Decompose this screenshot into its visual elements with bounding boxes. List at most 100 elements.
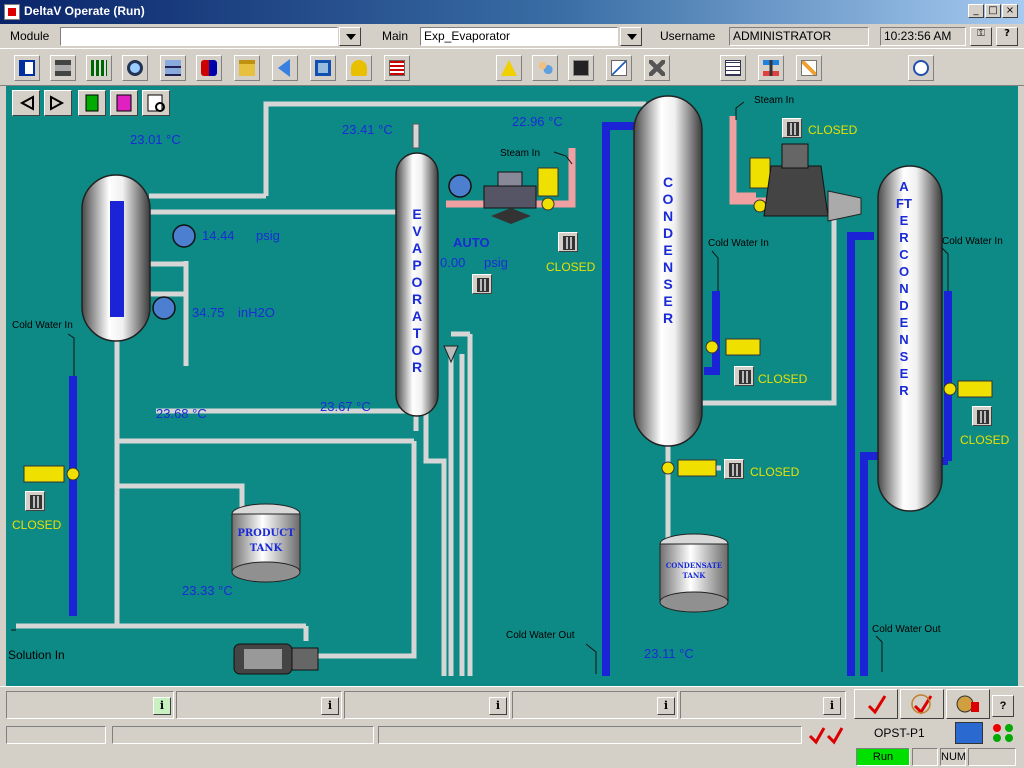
controller-status-indicator[interactable]	[472, 274, 492, 294]
temp-product-tank: 23.33 °C	[182, 583, 233, 598]
valve-status-text-3: CLOSED	[808, 123, 858, 137]
evaporator-title: EVAPORATOR	[411, 206, 423, 375]
silence-horn-button[interactable]	[946, 689, 990, 719]
valve-status-indicator-4[interactable]	[734, 366, 754, 386]
app-icon	[4, 4, 20, 20]
main-dropdown-button[interactable]	[620, 27, 642, 46]
clock-icon[interactable]	[908, 55, 934, 81]
temp-evaporator-top: 23.41 °C	[342, 122, 393, 137]
alarm-slot-1[interactable]: i	[6, 691, 174, 719]
alarm-slot-5[interactable]: i	[680, 691, 846, 719]
valve-status-indicator-6[interactable]	[972, 406, 992, 426]
ejector-unit[interactable]	[763, 143, 862, 222]
process-graphic: 23.01 °C 14.44 psig 34.75 inH2O 23.41 °C…	[6, 86, 1018, 686]
minimize-button[interactable]: _	[968, 4, 984, 18]
module-label: Module	[10, 29, 50, 43]
bell-icon[interactable]	[346, 55, 372, 81]
square-icon[interactable]	[310, 55, 336, 81]
users-icon[interactable]	[532, 55, 558, 81]
acknowledge-alarm-button[interactable]	[854, 689, 898, 719]
run-mode-indicator: Run	[856, 748, 910, 766]
valve-status-indicator-1[interactable]	[25, 491, 45, 511]
bars-icon[interactable]	[86, 55, 112, 81]
help-button[interactable]: ?	[996, 27, 1018, 46]
status-bar: OPST-P1 Run NUM	[0, 722, 1024, 768]
evaporator-vessel[interactable]	[395, 152, 439, 417]
status-pane-5	[968, 748, 1016, 766]
monitor-icon[interactable]	[955, 722, 983, 744]
yellow-valves[interactable]	[23, 157, 993, 483]
nav-left-icon[interactable]	[272, 55, 298, 81]
product-tank[interactable]	[231, 503, 301, 583]
alarm-banner: i i i i i ?	[0, 686, 1024, 722]
nav-forward-button[interactable]	[44, 90, 72, 116]
edit-icon[interactable]	[796, 55, 822, 81]
label-steam-in-1: Steam In	[500, 148, 541, 159]
ack-all-icon[interactable]	[806, 726, 850, 746]
controller-value: 0.00	[440, 255, 466, 270]
alarm-slot-3[interactable]: i	[344, 691, 510, 719]
chart-icon[interactable]	[606, 55, 632, 81]
main-toolbar	[0, 48, 1024, 86]
search-icon[interactable]	[122, 55, 148, 81]
nav-back-button[interactable]	[12, 90, 40, 116]
valve-status-text-5: CLOSED	[750, 465, 800, 479]
main-field[interactable]: Exp_Evaporator	[420, 27, 618, 46]
document-icon[interactable]	[720, 55, 746, 81]
cooling-water-lines	[69, 122, 952, 676]
network-icon[interactable]	[758, 55, 784, 81]
clock-display: 10:23:56 AM	[880, 27, 966, 46]
condenser-title: CONDENSER	[662, 174, 674, 326]
label-cold-water-out-1: Cold Water Out	[506, 630, 575, 641]
valve-status-indicator-2[interactable]	[558, 232, 578, 252]
main-label: Main	[382, 29, 409, 43]
alarm-slot-4[interactable]: i	[512, 691, 678, 719]
deltav-logo-icon[interactable]	[496, 55, 522, 81]
login-button[interactable]: ⚿	[970, 27, 992, 46]
valve-status-indicator-3[interactable]	[782, 118, 802, 138]
alarm-info-button-4[interactable]: i	[657, 697, 675, 715]
alarm-summary-icon[interactable]	[196, 55, 222, 81]
alarm-info-button-5[interactable]: i	[823, 697, 841, 715]
condenser-vessel[interactable]	[633, 95, 703, 447]
faceplate-icon[interactable]	[78, 90, 106, 116]
grid-icon[interactable]	[160, 55, 186, 81]
pressure-2-unit: inH2O	[238, 305, 275, 320]
condensate-tank[interactable]	[659, 533, 729, 613]
module-field[interactable]	[60, 27, 338, 46]
temp-flash-drum: 23.01 °C	[130, 132, 181, 147]
temp-evaporator-bottom: 23.67 °C	[320, 399, 371, 414]
alarm-info-button-2[interactable]: i	[321, 697, 339, 715]
module-dropdown-button[interactable]	[339, 27, 361, 46]
alarm-info-button-3[interactable]: i	[489, 697, 507, 715]
trend-icon[interactable]	[568, 55, 594, 81]
after-condenser-vessel[interactable]	[877, 165, 943, 512]
alarm-slot-2[interactable]: i	[176, 691, 342, 719]
station-name: OPST-P1	[874, 726, 925, 740]
valve-status-text-1: CLOSED	[12, 518, 62, 532]
detail-icon[interactable]	[110, 90, 138, 116]
label-cold-water-out-2: Cold Water Out	[872, 624, 941, 635]
steam-control-valve[interactable]	[483, 171, 537, 224]
valve-status-indicator-5[interactable]	[724, 459, 744, 479]
status-pane-3	[378, 726, 802, 744]
traffic-light-icon[interactable]	[990, 722, 1016, 744]
alarm-info-button-1[interactable]: i	[153, 697, 171, 715]
label-cold-water-in-2: Cold Water In	[708, 238, 769, 249]
acknowledge-page-button[interactable]	[900, 689, 944, 719]
maximize-button[interactable]: □	[985, 4, 1001, 18]
printer-icon[interactable]	[50, 55, 76, 81]
alarm-help-button[interactable]: ?	[992, 695, 1014, 717]
feed-pump[interactable]	[233, 643, 319, 675]
after-condenser-title: AFTER CONDENSER	[896, 179, 912, 398]
tools-icon[interactable]	[644, 55, 670, 81]
folder-open-icon[interactable]	[234, 55, 260, 81]
valve-status-text-4: CLOSED	[758, 372, 808, 386]
list-icon[interactable]	[384, 55, 410, 81]
process-drawing	[11, 95, 993, 676]
close-button[interactable]: ×	[1002, 4, 1018, 18]
lookup-icon[interactable]	[142, 90, 170, 116]
back-arrow-icon[interactable]	[14, 55, 40, 81]
temp-steam: 22.96 °C	[512, 114, 563, 129]
label-cold-water-in-1: Cold Water In	[12, 320, 73, 331]
